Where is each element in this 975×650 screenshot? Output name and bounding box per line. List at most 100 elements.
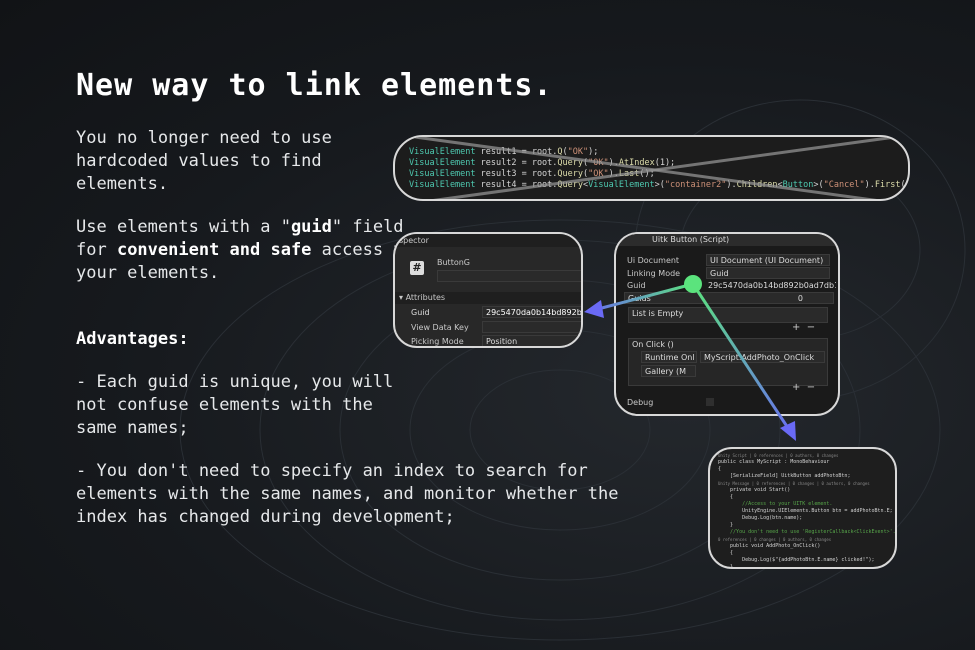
code-token: Query bbox=[557, 169, 584, 179]
guids-add-remove[interactable]: + − bbox=[792, 322, 815, 333]
link-origin-dot bbox=[684, 275, 702, 293]
code-token: ( bbox=[583, 158, 589, 168]
debug-label: Debug bbox=[627, 398, 654, 407]
code-token: "OK" bbox=[588, 169, 609, 179]
code-token: "Cancel" bbox=[823, 180, 865, 190]
guids-list: List is Empty bbox=[628, 307, 828, 323]
code-line: Unity Message | 0 references | 0 changes… bbox=[718, 481, 870, 486]
advantages-heading: Advantages: bbox=[76, 329, 189, 349]
code-token: (); bbox=[639, 169, 655, 179]
code-line: 0 references | 0 changes | 0 authors, 0 … bbox=[718, 537, 832, 542]
code-token: >( bbox=[813, 180, 824, 190]
code-token: VisualElement bbox=[409, 158, 476, 168]
code-token: "OK" bbox=[567, 147, 589, 157]
code-line: UnityEngine.UIElements.Button btn = addP… bbox=[718, 508, 893, 514]
code-line: { bbox=[718, 550, 734, 556]
code-token: Query bbox=[557, 180, 584, 190]
cross-out-icon bbox=[414, 137, 896, 199]
code-token: ). bbox=[726, 180, 737, 190]
minus-button[interactable]: − bbox=[806, 322, 816, 333]
code-token: result3 = root. bbox=[475, 169, 558, 179]
code-token: Query bbox=[557, 158, 584, 168]
picking-mode-select[interactable]: Position bbox=[482, 335, 581, 346]
guid-value: 29c5470da0b14bd892b0ad7db1fc bbox=[708, 281, 836, 290]
guid-label: Guid bbox=[411, 308, 430, 317]
uitk-button-component-panel: Uitk Button (Script) Ui Document UI Docu… bbox=[614, 232, 840, 416]
view-data-key-label: View Data Key bbox=[411, 323, 469, 332]
guid-field[interactable]: 29c5470da0b14bd892bl bbox=[482, 306, 581, 318]
guid-bold: guid bbox=[290, 217, 332, 237]
ui-document-label: Ui Document bbox=[627, 256, 680, 265]
plus-button[interactable]: + bbox=[792, 322, 801, 333]
code-line: public class MyScript : MonoBehaviour bbox=[718, 459, 830, 465]
method-select[interactable]: MyScript.AddPhoto_OnClick bbox=[700, 351, 825, 363]
code-token: ( bbox=[583, 169, 589, 179]
old-code: VisualElement result1 = root.Q("OK");Vis… bbox=[409, 147, 908, 191]
code-token: VisualElement bbox=[588, 180, 655, 190]
code-token: VisualElement bbox=[409, 147, 476, 157]
on-click-label: On Click () bbox=[632, 340, 674, 349]
minus-button[interactable]: − bbox=[806, 382, 816, 393]
code-token: VisualElement bbox=[409, 169, 476, 179]
arrow-to-code bbox=[691, 283, 790, 429]
code-token: ). bbox=[864, 180, 875, 190]
code-token: First bbox=[874, 180, 901, 190]
text-part: " field for bbox=[76, 217, 404, 260]
code-token: ); bbox=[588, 147, 599, 157]
component-title: Uitk Button (Script) bbox=[616, 234, 838, 246]
picking-mode-label: Picking Mode bbox=[411, 337, 464, 346]
element-name: ButtonG bbox=[437, 258, 470, 267]
code-line: public void AddPhoto_OnClick() bbox=[718, 543, 821, 549]
new-code-panel: Unity Script | 0 references | 0 authors,… bbox=[708, 447, 897, 569]
event-add-remove[interactable]: + − bbox=[792, 382, 815, 393]
arrowhead-icon bbox=[780, 421, 796, 441]
guid-label: Guid bbox=[627, 281, 646, 290]
code-token: AtIndex bbox=[618, 158, 655, 168]
text-part: Use elements with a " bbox=[76, 217, 291, 237]
code-token: (1); bbox=[654, 158, 676, 168]
advantage-1: - Each guid is unique, you will not conf… bbox=[76, 372, 394, 438]
linking-mode-select[interactable]: Guid bbox=[706, 267, 830, 279]
code-line: private void Start() bbox=[718, 487, 791, 493]
debug-checkbox[interactable] bbox=[706, 398, 714, 406]
text-part: access to your elements. bbox=[76, 240, 414, 283]
code-line: { bbox=[718, 466, 722, 472]
target-object-field[interactable]: Gallery (M bbox=[641, 365, 696, 377]
view-data-key-field[interactable] bbox=[482, 321, 581, 333]
inspector-header: spector bbox=[395, 234, 581, 247]
convenient-bold: convenient and safe bbox=[116, 240, 312, 260]
old-code-panel: VisualElement result1 = root.Q("OK");Vis… bbox=[393, 135, 910, 201]
plus-button[interactable]: + bbox=[792, 382, 801, 393]
arrow-to-inspector bbox=[597, 282, 694, 311]
code-line: //Access to your UITK element. bbox=[718, 501, 833, 507]
code-line: [SerializeField] UitkButton addPhotoBtn; bbox=[718, 473, 851, 479]
ui-document-field[interactable]: UI Document (UI Document) bbox=[706, 254, 830, 266]
code-token: ). bbox=[608, 169, 619, 179]
code-token: < bbox=[583, 180, 589, 190]
code-token: Q bbox=[557, 147, 563, 157]
code-line: Debug.Log($"{addPhotoBtn.E.name} clicked… bbox=[718, 557, 875, 563]
code-token: result2 = root. bbox=[475, 158, 558, 168]
code-token: >( bbox=[654, 180, 665, 190]
code-line: } bbox=[718, 522, 734, 528]
element-name-field[interactable] bbox=[437, 270, 581, 282]
code-line: { bbox=[718, 494, 734, 500]
arrowhead-icon bbox=[584, 300, 604, 318]
page-title: New way to link elements. bbox=[76, 68, 553, 103]
code-line: } bbox=[718, 564, 734, 569]
code-line: //You don't need to use 'RegisterCallbac… bbox=[718, 529, 896, 535]
code-token: ( bbox=[562, 147, 568, 157]
linking-mode-label: Linking Mode bbox=[627, 269, 681, 278]
use-guid-text: Use elements with a "guid" field for con… bbox=[76, 216, 416, 285]
code-token: < bbox=[777, 180, 783, 190]
guids-count: 0 bbox=[797, 294, 803, 303]
runtime-select[interactable]: Runtime Onl bbox=[641, 351, 697, 363]
new-code: Unity Script | 0 references | 0 authors,… bbox=[718, 452, 896, 569]
hash-icon: # bbox=[410, 261, 424, 275]
intro-text: You no longer need to use hardcoded valu… bbox=[76, 128, 332, 194]
code-token: Button bbox=[782, 180, 814, 190]
code-token: (); bbox=[900, 180, 908, 190]
attributes-section[interactable]: ▾ Attributes bbox=[395, 292, 581, 304]
code-line: Debug.Log(btn.name); bbox=[718, 515, 803, 521]
